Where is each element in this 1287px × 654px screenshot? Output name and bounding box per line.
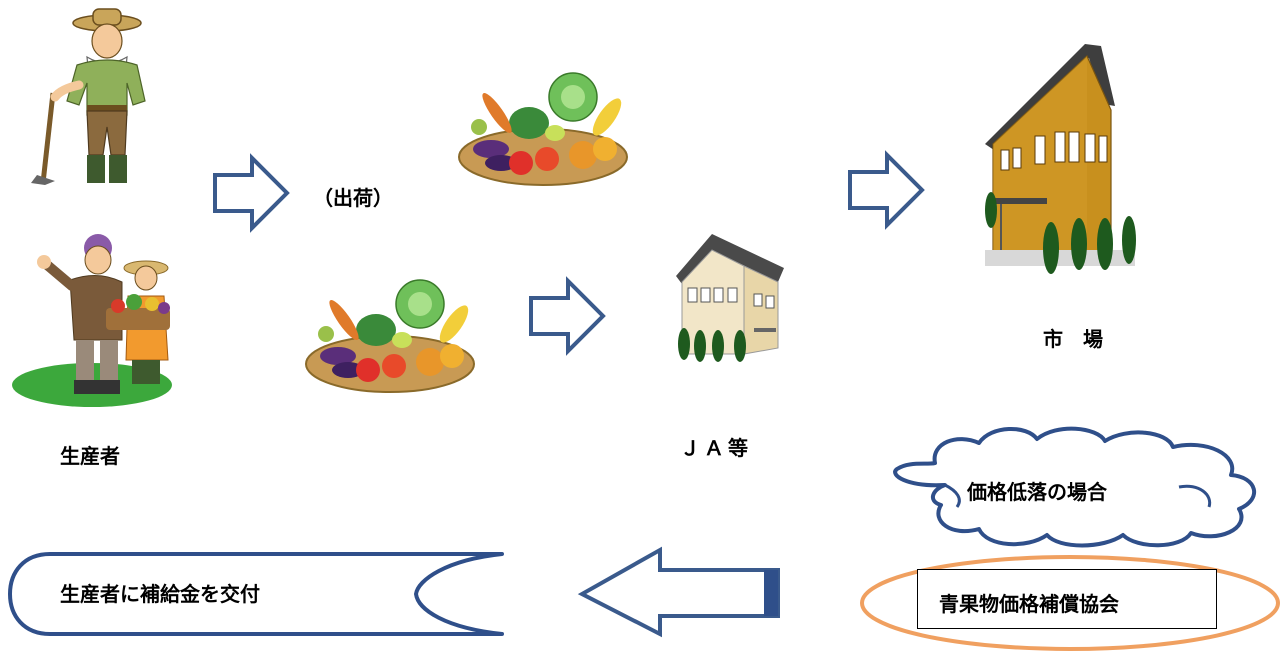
eggplant-icon xyxy=(473,140,509,158)
ja-roof xyxy=(676,234,784,284)
tree xyxy=(1071,218,1087,270)
eggplant-icon xyxy=(320,347,356,365)
ja-label: ＪＡ等 xyxy=(680,436,752,460)
arrow-left-big xyxy=(577,546,780,638)
market-label: 市 場 xyxy=(1043,327,1103,351)
association-label: 青果物価格補償協会 xyxy=(939,592,1119,616)
corn-icon xyxy=(592,98,622,136)
subsidy-label: 生産者に補給金を交付 xyxy=(60,582,260,606)
tree xyxy=(1097,218,1113,270)
woman-legs xyxy=(132,360,160,384)
farmer-boot-left xyxy=(87,155,105,183)
farmer-belt xyxy=(87,105,127,111)
man-fist xyxy=(37,255,51,269)
farmer-shirt xyxy=(66,59,146,116)
man-leg-right xyxy=(100,340,118,386)
market-body xyxy=(992,54,1112,263)
pumpkin-icon xyxy=(569,141,597,169)
farmer-hat-crown xyxy=(92,8,122,26)
broccoli-icon xyxy=(509,107,549,139)
tree xyxy=(712,330,724,362)
woman-face xyxy=(134,265,158,291)
tree xyxy=(678,328,690,360)
association-box xyxy=(917,569,1217,629)
broccoli-icon xyxy=(356,314,396,346)
producer-label: 生産者 xyxy=(60,444,120,468)
arrow-right-1 xyxy=(213,153,290,233)
farmer-couple-illustration xyxy=(12,234,172,407)
market-building-illustration xyxy=(985,44,1136,274)
farmer-pants xyxy=(86,110,128,156)
tree xyxy=(985,192,997,228)
vegetable-basket-top xyxy=(458,72,628,186)
farmer-hoe-handle xyxy=(40,92,56,184)
tomato-icon xyxy=(509,151,533,175)
tree xyxy=(734,330,746,362)
tree xyxy=(1122,216,1136,264)
basket-veg-4 xyxy=(158,302,170,314)
price-drop-label: 価格低落の場合 xyxy=(967,480,1107,504)
farmer-hoe-blade xyxy=(31,175,55,185)
tomato-icon xyxy=(356,358,380,382)
farmer-boot-right xyxy=(109,155,127,183)
carrot-icon xyxy=(482,93,512,133)
farmer-illustration xyxy=(31,8,146,185)
basket-veg-2 xyxy=(126,294,142,310)
tree xyxy=(1043,222,1059,274)
basket-veg-3 xyxy=(145,297,159,311)
market-ground xyxy=(985,250,1135,266)
farmer-arm xyxy=(50,80,84,102)
man-boots xyxy=(74,380,120,394)
farmer-face xyxy=(91,23,123,59)
veg-basket xyxy=(106,308,170,330)
ja-building-illustration xyxy=(676,234,784,362)
man-leg-left xyxy=(76,340,94,386)
association-ellipse xyxy=(860,555,1280,651)
corn-icon xyxy=(439,305,469,343)
basket-veg-1 xyxy=(111,299,125,313)
shipping-label: （出荷） xyxy=(313,186,393,210)
pumpkin-icon xyxy=(416,348,444,376)
arrow-right-2 xyxy=(529,276,606,356)
arrow-right-3 xyxy=(848,150,925,230)
tree xyxy=(694,330,706,362)
carrot-icon xyxy=(329,300,359,340)
man-face xyxy=(84,245,112,275)
man-arm-raised xyxy=(41,259,77,291)
subsidy-scroll-banner xyxy=(8,552,504,636)
price-drop-cloud xyxy=(893,426,1257,548)
vegetable-basket-bottom xyxy=(305,279,475,393)
